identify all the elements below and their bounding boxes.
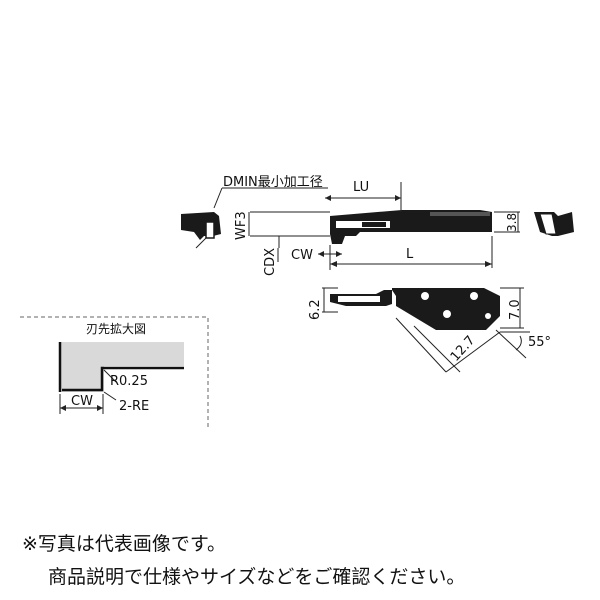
label-cw-top: CW — [291, 248, 313, 263]
label-3-8: 3.8 — [505, 213, 519, 232]
label-cdx: CDX — [263, 248, 278, 276]
note-check-specs: 商品説明で仕様やサイズなどをご確認ください。 — [48, 566, 466, 588]
detail-view — [58, 342, 184, 414]
label-lu: LU — [353, 180, 369, 195]
label-l: L — [406, 247, 414, 262]
dimensions-top — [195, 182, 520, 270]
insert-body — [330, 210, 492, 244]
label-dmin: DMIN最小加工径 — [223, 175, 323, 190]
detail-title: 刃先拡大図 — [86, 322, 146, 336]
label-detail-cw: CW — [71, 394, 93, 409]
note-representative-image: ※写真は代表画像です。 — [22, 533, 227, 555]
label-wf3: WF3 — [234, 211, 249, 240]
label-12-7: 12.7 — [448, 333, 479, 365]
insert-top-view — [330, 288, 500, 330]
label-7-0: 7.0 — [508, 299, 523, 320]
left-end-view — [181, 212, 221, 240]
label-r025: R0.25 — [110, 374, 148, 389]
label-2-re: 2-RE — [119, 399, 149, 414]
dimensions-bottom — [322, 287, 530, 373]
detail-cutting-edge — [60, 342, 184, 392]
label-55-deg: 55° — [528, 335, 551, 350]
label-6-2: 6.2 — [308, 299, 323, 320]
insert-side-view — [181, 210, 574, 244]
